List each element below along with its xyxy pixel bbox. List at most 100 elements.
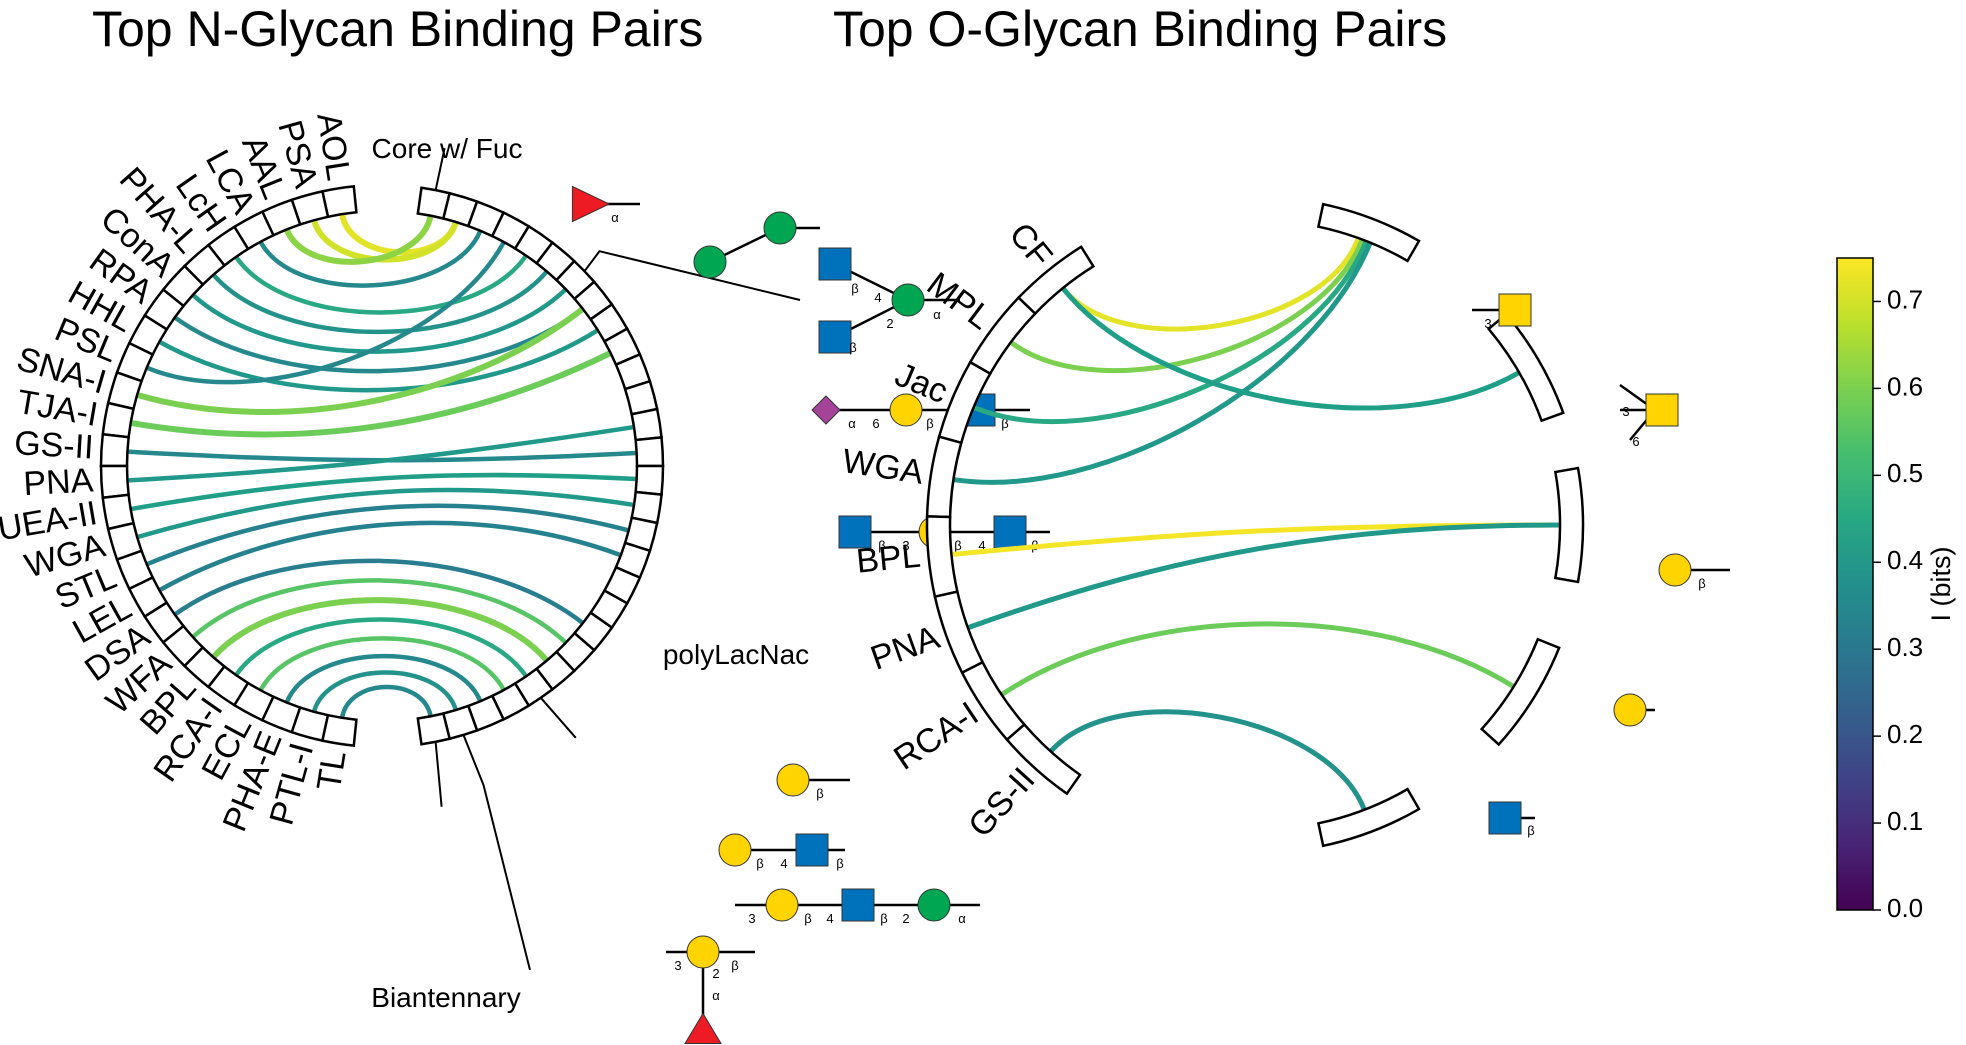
motif-segment — [634, 464, 665, 497]
lectin-segment-psa — [290, 189, 330, 227]
lectin-segment-tl — [320, 713, 358, 747]
fucose-icon — [571, 185, 611, 223]
chord-tl — [339, 684, 433, 721]
glcnac-icon — [838, 515, 872, 549]
linkage-label: 4 — [874, 290, 881, 305]
linkage-label: β — [731, 958, 738, 973]
glcnac-icon — [993, 515, 1027, 549]
chord-bpl — [210, 597, 550, 664]
linkage-label: 3 — [1484, 316, 1491, 331]
chord-ecl — [258, 636, 507, 693]
chord-lca — [258, 228, 483, 288]
o-lectin-segment-pna — [933, 590, 985, 675]
colorbar-tick-label: 0.0 — [1887, 893, 1923, 923]
linkage-label: β — [878, 538, 885, 553]
n-glycan-structures: αβ4β2αα6β4ββ3β4βββ4β3β4β2α32βα — [571, 185, 1050, 1044]
linkage-label: β — [816, 786, 823, 801]
lectin-segment-pna — [99, 464, 131, 500]
linkage-label: β — [1001, 416, 1008, 431]
chord-lel — [157, 520, 624, 593]
linkage-label: 4 — [826, 911, 833, 926]
linkage-label: 4 — [978, 538, 985, 553]
n-glycan-title: Top N-Glycan Binding Pairs — [92, 1, 704, 57]
lectin-segment-bpl — [182, 645, 227, 689]
lectin-segment-rca-i — [206, 664, 250, 707]
mannose-icon — [917, 888, 951, 922]
glcnac-icon — [818, 247, 852, 281]
linkage-label: β — [1698, 576, 1705, 591]
linkage-label: β — [880, 911, 887, 926]
o-chord-cf — [1060, 235, 1361, 332]
chord-uea-ii — [128, 472, 639, 512]
galactose-icon — [776, 763, 810, 797]
chord-tja-i — [127, 349, 614, 438]
o-lectin-label-rca-i: RCA-I — [887, 695, 985, 778]
chord-psl — [144, 239, 507, 385]
colorbar-tick-label: 0.5 — [1887, 458, 1923, 488]
o-chord-rca-i — [999, 621, 1517, 698]
core-fuc-label: Core w/ Fuc — [372, 133, 523, 164]
o-chord-cf — [1060, 285, 1522, 411]
neu5ac-icon — [811, 395, 841, 425]
lectin-segment-gs-ii — [99, 432, 131, 468]
lectin-segment-lel — [127, 575, 169, 619]
o-lectin-segment-wga — [925, 435, 963, 519]
chord-pna — [125, 424, 637, 483]
o-motif-segment — [1316, 202, 1421, 263]
o-motif-segment — [1553, 466, 1585, 584]
linkage-label: β — [804, 911, 811, 926]
linkage-label: 3 — [1622, 404, 1629, 419]
o-lectin-segment-jac — [937, 360, 992, 445]
o-glycan-ring — [925, 202, 1585, 848]
glcnac-icon — [818, 320, 852, 354]
glcnac-icon — [841, 888, 875, 922]
o-motif-segment — [1486, 312, 1565, 423]
linkage-label: β — [954, 538, 961, 553]
linkage-label: α — [712, 988, 720, 1003]
o-chord-mpl — [1008, 237, 1365, 374]
linkage-label: 4 — [780, 856, 787, 871]
linkage-label: 3 — [748, 911, 755, 926]
n-glycan-lectin-labels: AOLPSAAALLCALcHPHA-LConARPAHHLPSLSNA-ITJ… — [0, 110, 358, 837]
lectin-segment-stl — [115, 549, 155, 591]
lectin-segment-uea-ii — [101, 493, 135, 531]
biantennary-label: Biantennary — [371, 982, 520, 1013]
colorbar-tick-label: 0.7 — [1887, 284, 1923, 314]
biantennary-leader-2 — [462, 734, 531, 971]
galactose-icon — [1613, 693, 1647, 727]
chord-cona — [190, 286, 569, 354]
chord-dsa — [172, 558, 586, 626]
o-lectin-label-gs-ii: GS-II — [961, 760, 1042, 844]
linkage-label: α — [933, 307, 941, 322]
lectin-segment-tja-i — [101, 401, 135, 439]
lectin-label-gs-ii: GS-II — [13, 424, 94, 466]
linkage-label: α — [611, 210, 619, 225]
glcnac-icon — [1488, 801, 1522, 835]
o-lectin-segment-bpl — [925, 515, 959, 599]
mannose-icon — [763, 211, 797, 245]
linkage-label: 2 — [712, 966, 719, 981]
chord-wfa — [190, 578, 569, 646]
branch-leader — [583, 250, 801, 301]
chord-rca-i — [233, 617, 529, 679]
galactose-icon — [889, 393, 923, 427]
lectin-label-pna: PNA — [22, 461, 94, 503]
lectin-segment-hhl — [127, 313, 169, 357]
linkage-label: β — [756, 856, 763, 871]
chain-leader — [540, 697, 577, 739]
chord-wga — [134, 487, 637, 540]
lectin-label-tl: TL — [310, 748, 354, 793]
mannose-icon — [891, 283, 925, 317]
o-lectin-label-wga: WGA — [840, 442, 926, 492]
colorbar-tick-label: 0.1 — [1887, 806, 1923, 836]
o-chord-jac — [971, 238, 1369, 424]
linkage-label: 3 — [902, 538, 909, 553]
galactose-icon — [718, 833, 752, 867]
chord-pha-l — [211, 269, 550, 335]
linkage-label: α — [958, 911, 966, 926]
motif-segment — [634, 435, 665, 468]
galactose-icon — [1658, 553, 1692, 587]
lectin-segment-lca — [232, 210, 276, 251]
o-motif-segment — [1479, 637, 1561, 747]
o-glycan-chords — [948, 235, 1563, 813]
